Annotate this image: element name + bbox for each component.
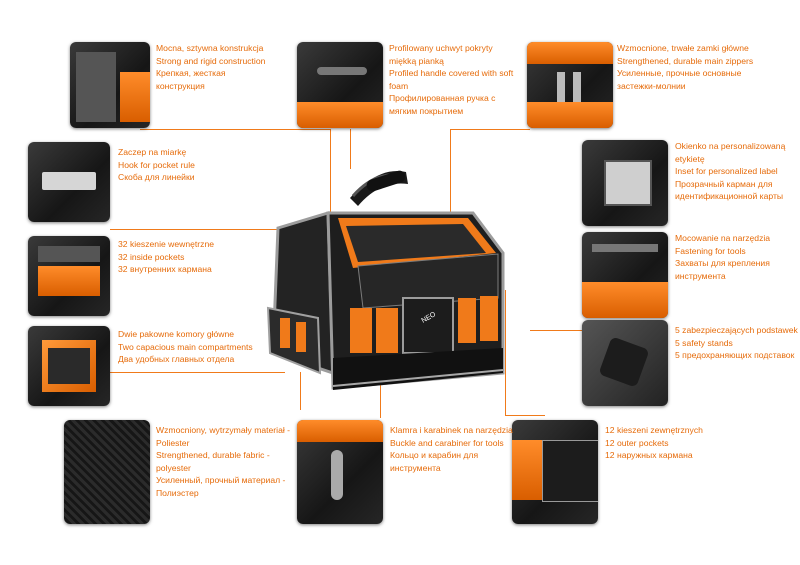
thumb-handle bbox=[297, 42, 383, 128]
connector-line bbox=[530, 330, 600, 331]
thumb-zippers bbox=[527, 42, 613, 128]
connector-line bbox=[505, 415, 545, 416]
thumb-stands bbox=[582, 320, 668, 406]
thumb-tool-mount bbox=[582, 232, 668, 318]
connector-line bbox=[140, 129, 330, 130]
thumb-outer-pockets bbox=[512, 420, 598, 524]
connector-line bbox=[330, 129, 331, 224]
connector-line bbox=[110, 229, 280, 230]
thumb-compartments bbox=[28, 326, 110, 406]
thumb-construction bbox=[70, 42, 150, 128]
connector-line bbox=[110, 372, 285, 373]
tool-bag-image: NEO bbox=[266, 170, 505, 390]
thumb-label bbox=[582, 140, 668, 226]
thumb-hook bbox=[28, 142, 110, 222]
thumb-fabric bbox=[64, 420, 150, 524]
connector-line bbox=[450, 129, 451, 214]
connector-line bbox=[380, 360, 381, 418]
connector-line bbox=[350, 129, 351, 169]
connector-line bbox=[450, 129, 530, 130]
caption-fabric: Wzmocniony, wytrzymały materiał -Poliest… bbox=[156, 425, 291, 498]
thumb-buckle bbox=[297, 420, 383, 524]
connector-line bbox=[300, 372, 301, 410]
thumb-inside-pockets bbox=[28, 236, 110, 316]
connector-line bbox=[505, 290, 506, 415]
